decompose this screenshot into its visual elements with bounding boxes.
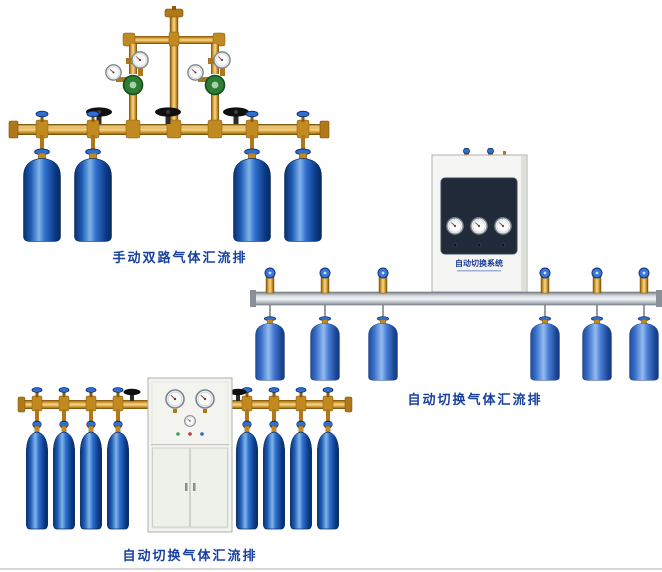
cylinder-valve-station — [268, 387, 280, 421]
pressure-gauge-icon — [446, 217, 464, 235]
cabinet-label: 自动切换系统 — [455, 258, 503, 268]
gas-cylinder — [262, 420, 286, 530]
auto-switch-wall-figure: 自动切换系统 — [250, 148, 662, 381]
bottom-edge-divider — [0, 568, 662, 570]
pressure-gauge-icon — [213, 51, 231, 69]
gas-cylinder — [629, 316, 659, 381]
pressure-gauge-icon — [187, 64, 204, 81]
gas-cylinder — [310, 316, 340, 381]
cylinder-valve-station — [295, 387, 307, 421]
gas-cylinder — [582, 316, 612, 381]
gas-cylinder — [255, 316, 285, 381]
cabinet-door — [152, 447, 190, 528]
pressure-gauge-icon — [184, 415, 196, 427]
pressure-regulator — [105, 51, 149, 126]
gas-cylinder — [368, 316, 398, 381]
manifold-bar — [250, 290, 662, 307]
pressure-gauge-icon — [195, 389, 215, 409]
indicator-light — [476, 242, 482, 248]
gas-cylinder — [106, 420, 130, 530]
indicator-light — [176, 432, 180, 436]
cylinder-valve-station — [296, 110, 310, 149]
cylinder-valve-station — [35, 110, 49, 149]
shutoff-handwheel — [223, 107, 249, 124]
cylinder-valve-station — [85, 387, 97, 421]
gas-cylinder — [79, 420, 103, 530]
cylinder-valve-station — [86, 110, 100, 149]
cylinder-connection-valve — [377, 267, 389, 318]
shutoff-handwheel — [123, 388, 141, 401]
cylinder-valve-station — [322, 387, 334, 421]
cylinder-valve-station — [58, 387, 70, 421]
gas-cylinder — [289, 420, 313, 530]
pressure-gauge-icon — [131, 51, 149, 69]
manual-dual-manifold-figure — [8, 6, 330, 242]
control-cabinet: 自动切换系统 — [431, 148, 528, 293]
cylinder-connection-valve — [539, 267, 551, 318]
pressure-gauge-icon — [165, 389, 185, 409]
gas-cylinder — [235, 420, 259, 530]
shutoff-handwheel — [229, 388, 247, 401]
indicator-light — [188, 432, 192, 436]
caption-auto-switch-wall: 自动切换气体汇流排 — [407, 393, 543, 408]
cylinder-valve-station — [31, 387, 43, 421]
caption-auto-switch-cabinet: 自动切换气体汇流排 — [122, 549, 258, 564]
cylinder-valve-station — [245, 110, 259, 149]
shutoff-handwheel — [155, 107, 181, 124]
pressure-regulator — [187, 51, 231, 126]
door-handle — [193, 483, 196, 491]
pressure-gauge-icon — [470, 217, 488, 235]
indicator-light — [200, 432, 204, 436]
cylinder-connection-valve — [638, 267, 650, 318]
cylinder-valve-station — [112, 387, 124, 421]
gas-cylinder — [52, 420, 76, 530]
door-handle — [185, 483, 188, 491]
cylinder-connection-valve — [264, 267, 276, 318]
pressure-gauge-icon — [494, 217, 512, 235]
cabinet-door — [190, 447, 228, 528]
main-manifold-pipe — [8, 119, 330, 139]
cylinder-connection-valve — [591, 267, 603, 318]
manifold-pipe-right — [232, 396, 353, 413]
auto-switch-cabinet-figure — [17, 377, 353, 533]
manifold-pipe-left — [17, 396, 148, 413]
cylinder-connection-valve — [319, 267, 331, 318]
gas-cylinder — [316, 420, 340, 530]
gas-cylinder — [530, 316, 560, 381]
indicator-light — [500, 242, 506, 248]
gas-cylinder — [23, 148, 61, 242]
caption-manual-dual-manifold: 手动双路气体汇流排 — [112, 251, 248, 266]
gas-cylinder — [74, 148, 112, 242]
indicator-light — [452, 242, 458, 248]
gas-cylinder — [25, 420, 49, 530]
control-cabinet — [147, 377, 233, 533]
pressure-gauge-icon — [105, 64, 122, 81]
